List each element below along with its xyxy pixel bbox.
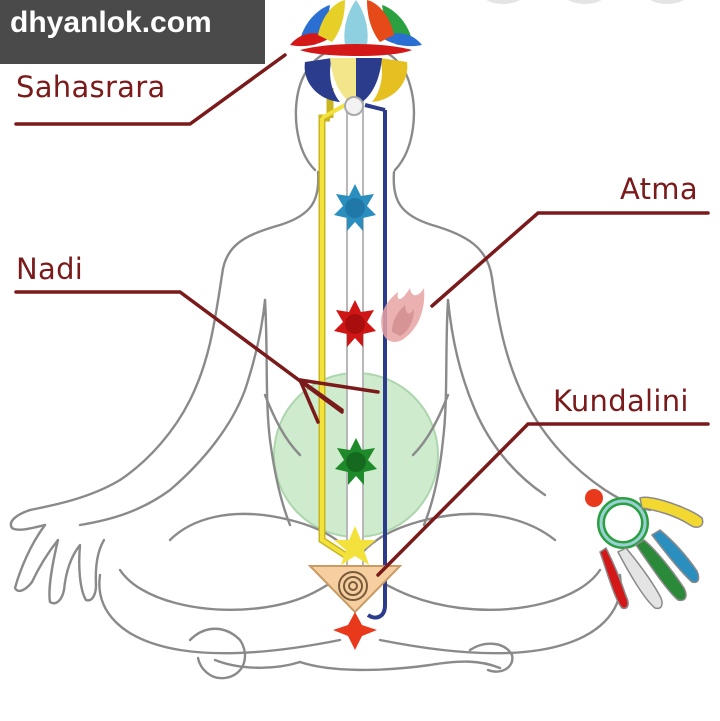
watermark: dhyanlok.com (0, 0, 265, 64)
spiral-icon (338, 571, 368, 601)
lotus-crown-icon (290, 0, 422, 116)
carousel-dot[interactable] (480, 0, 526, 4)
hand-mudra-icon (585, 489, 704, 610)
heart-chakra-icon (334, 300, 376, 347)
navel-chakra-icon (335, 438, 377, 485)
carousel-dot[interactable] (562, 0, 608, 4)
pingala-nadi (366, 110, 387, 620)
carousel-dot[interactable] (644, 0, 690, 4)
label-kundalini: Kundalini (553, 384, 689, 418)
ida-nadi (320, 118, 347, 557)
label-atma: Atma (620, 172, 698, 206)
nadi-pointer (14, 290, 344, 414)
root-chakra-icon (333, 612, 377, 650)
kundalini-pointer (376, 422, 710, 577)
pointer-lines (14, 53, 710, 577)
atma-pointer (430, 211, 710, 308)
label-nadi: Nadi (16, 252, 84, 286)
throat-chakra-icon (334, 184, 376, 231)
base-chakra-icon (334, 526, 376, 565)
flame-icon (381, 288, 425, 342)
sahasrara-pointer (14, 53, 287, 126)
label-sahasrara: Sahasrara (16, 70, 166, 104)
nadi-pointer-branches (298, 378, 380, 424)
